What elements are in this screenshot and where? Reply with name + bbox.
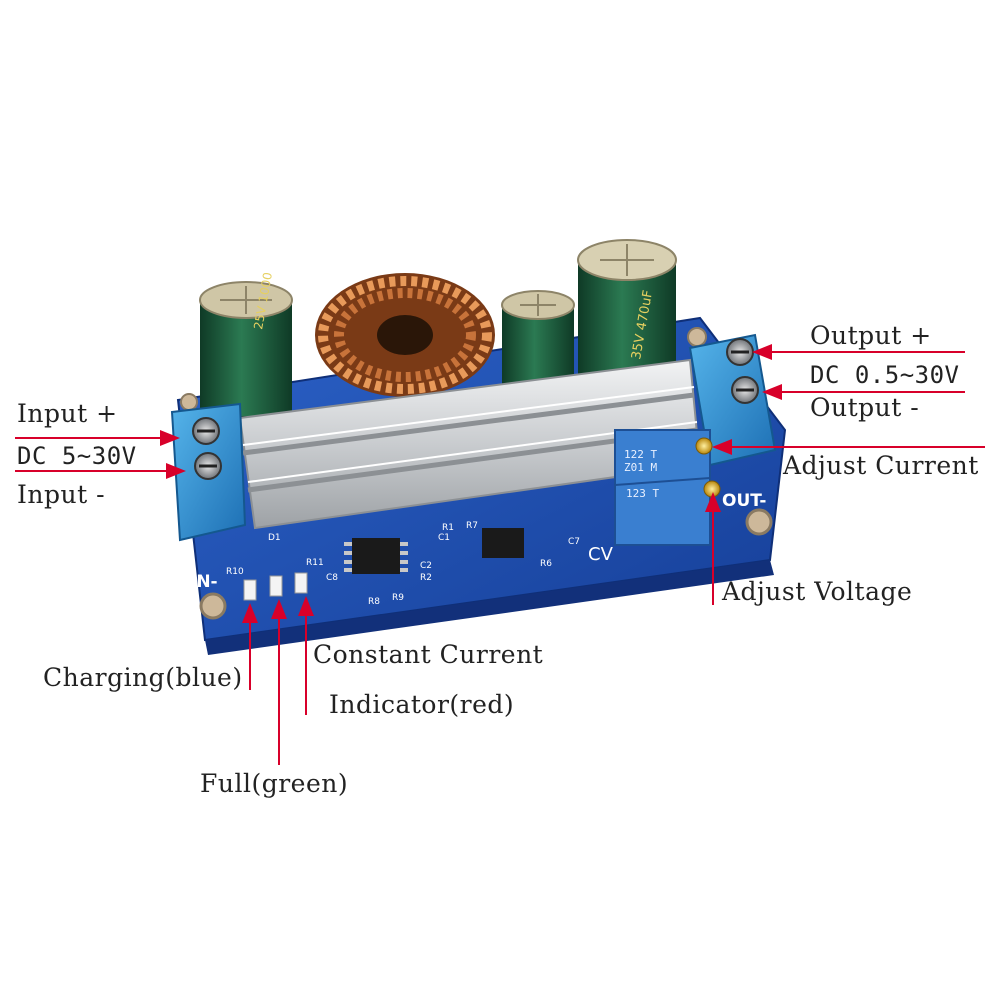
ic-right [482, 528, 524, 558]
mark-c8: C8 [326, 573, 338, 583]
led-charging [243, 579, 257, 601]
mounting-hole [687, 327, 707, 347]
pot-current-text: 122 T [624, 448, 657, 461]
ic-chips [344, 528, 524, 574]
pointer-lines [15, 344, 985, 765]
capacitor-right: 35V 470uF [577, 239, 677, 380]
mark-r11: R11 [306, 558, 324, 568]
trim-screw-current [695, 437, 713, 455]
label-charging-blue: Charging(blue) [43, 663, 243, 692]
mark-r10: R10 [226, 567, 244, 577]
label-input-range: DC 5~30V [17, 442, 137, 470]
mark-r1: R1 [442, 523, 454, 533]
label-adjust-voltage: Adjust Voltage [722, 577, 913, 606]
mark-c1: C1 [438, 533, 450, 543]
mark-cv: CV [588, 544, 614, 565]
toroid-inductor [315, 273, 495, 397]
silkscreen: IN- OUT- CV D1 C1 C2 C7 C8 R1 R2 R6 R7 R… [190, 491, 766, 607]
mark-c7: C7 [568, 537, 580, 547]
label-constant-current: Constant Current [313, 640, 544, 669]
terminal-block-input [170, 402, 247, 542]
ic-left [352, 538, 400, 574]
mark-r2: R2 [420, 573, 432, 583]
leds [243, 572, 308, 601]
mark-r6: R6 [540, 559, 552, 569]
label-indicator-red: Indicator(red) [329, 690, 515, 719]
mark-in-minus: IN- [190, 572, 218, 592]
label-output-plus: Output + [810, 321, 932, 350]
mark-d1: D1 [268, 533, 281, 543]
label-output-minus: Output - [810, 393, 920, 422]
terminal-block-output [688, 333, 777, 467]
mark-r7: R7 [466, 521, 478, 531]
pot-voltage-text: 123 T [626, 487, 659, 500]
mark-out-minus: OUT- [722, 491, 766, 511]
label-full-green: Full(green) [200, 769, 349, 798]
mark-r9: R9 [392, 593, 404, 603]
led-full [269, 575, 283, 597]
label-adjust-current: Adjust Current [783, 451, 979, 480]
mounting-hole [199, 592, 227, 620]
label-input-minus: Input - [17, 480, 106, 509]
mark-r8: R8 [368, 597, 380, 607]
mounting-hole [180, 393, 198, 411]
potentiometers: 122 T Z01 M 123 T [614, 429, 721, 546]
led-constant-current [294, 572, 308, 594]
mark-c2: C2 [420, 561, 432, 571]
mounting-hole [745, 508, 773, 536]
label-output-range: DC 0.5~30V [810, 361, 960, 389]
pot-current-text-2: Z01 M [624, 461, 657, 474]
label-input-plus: Input + [17, 399, 118, 428]
